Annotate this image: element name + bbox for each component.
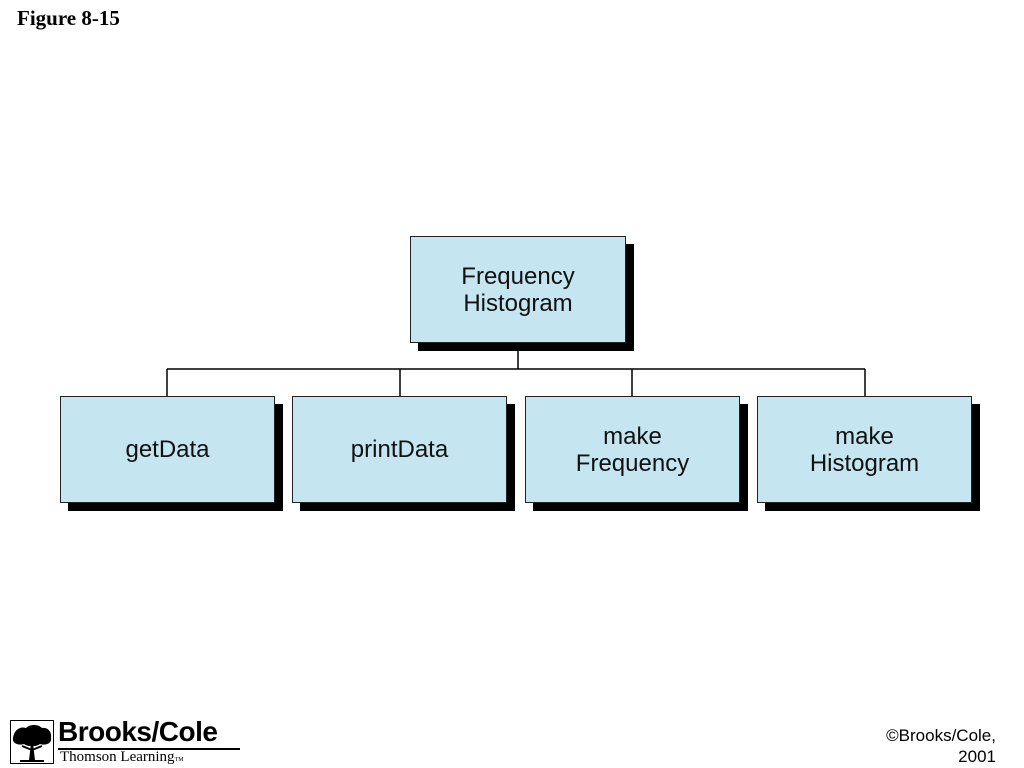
node-label-line: Frequency [461,262,575,290]
node-getdata: getData [60,396,275,503]
copyright-notice: ©Brooks/Cole, 2001 [886,725,996,767]
node-printdata: printData [292,396,507,503]
node-make-histogram: make Histogram [757,396,972,503]
node-label-line: make [603,422,662,450]
logo-subtitle: Thomson LearningTM [60,749,184,766]
node-label-line: Histogram [809,449,920,477]
brooks-cole-logo: Brooks/Cole Thomson LearningTM [10,716,245,766]
copyright-line-2: 2001 [958,747,996,766]
logo-divider [58,748,240,750]
logo-subtitle-text: Thomson Learning [60,749,175,765]
node-make-frequency: make Frequency [525,396,740,503]
node-label-line: Histogram [463,289,573,317]
node-frequency-histogram: Frequency Histogram [410,236,626,343]
tree-icon [10,720,54,764]
copyright-line-1: ©Brooks/Cole, [886,726,996,745]
node-label-line: getData [125,436,210,463]
logo-trademark: TM [174,757,184,763]
node-label-line: printData [350,436,449,463]
figure-label: Figure 8-15 [17,6,120,30]
node-label-line: Frequency [575,449,690,477]
logo-name: Brooks/Cole [58,716,218,747]
node-label-line: make [835,422,894,450]
